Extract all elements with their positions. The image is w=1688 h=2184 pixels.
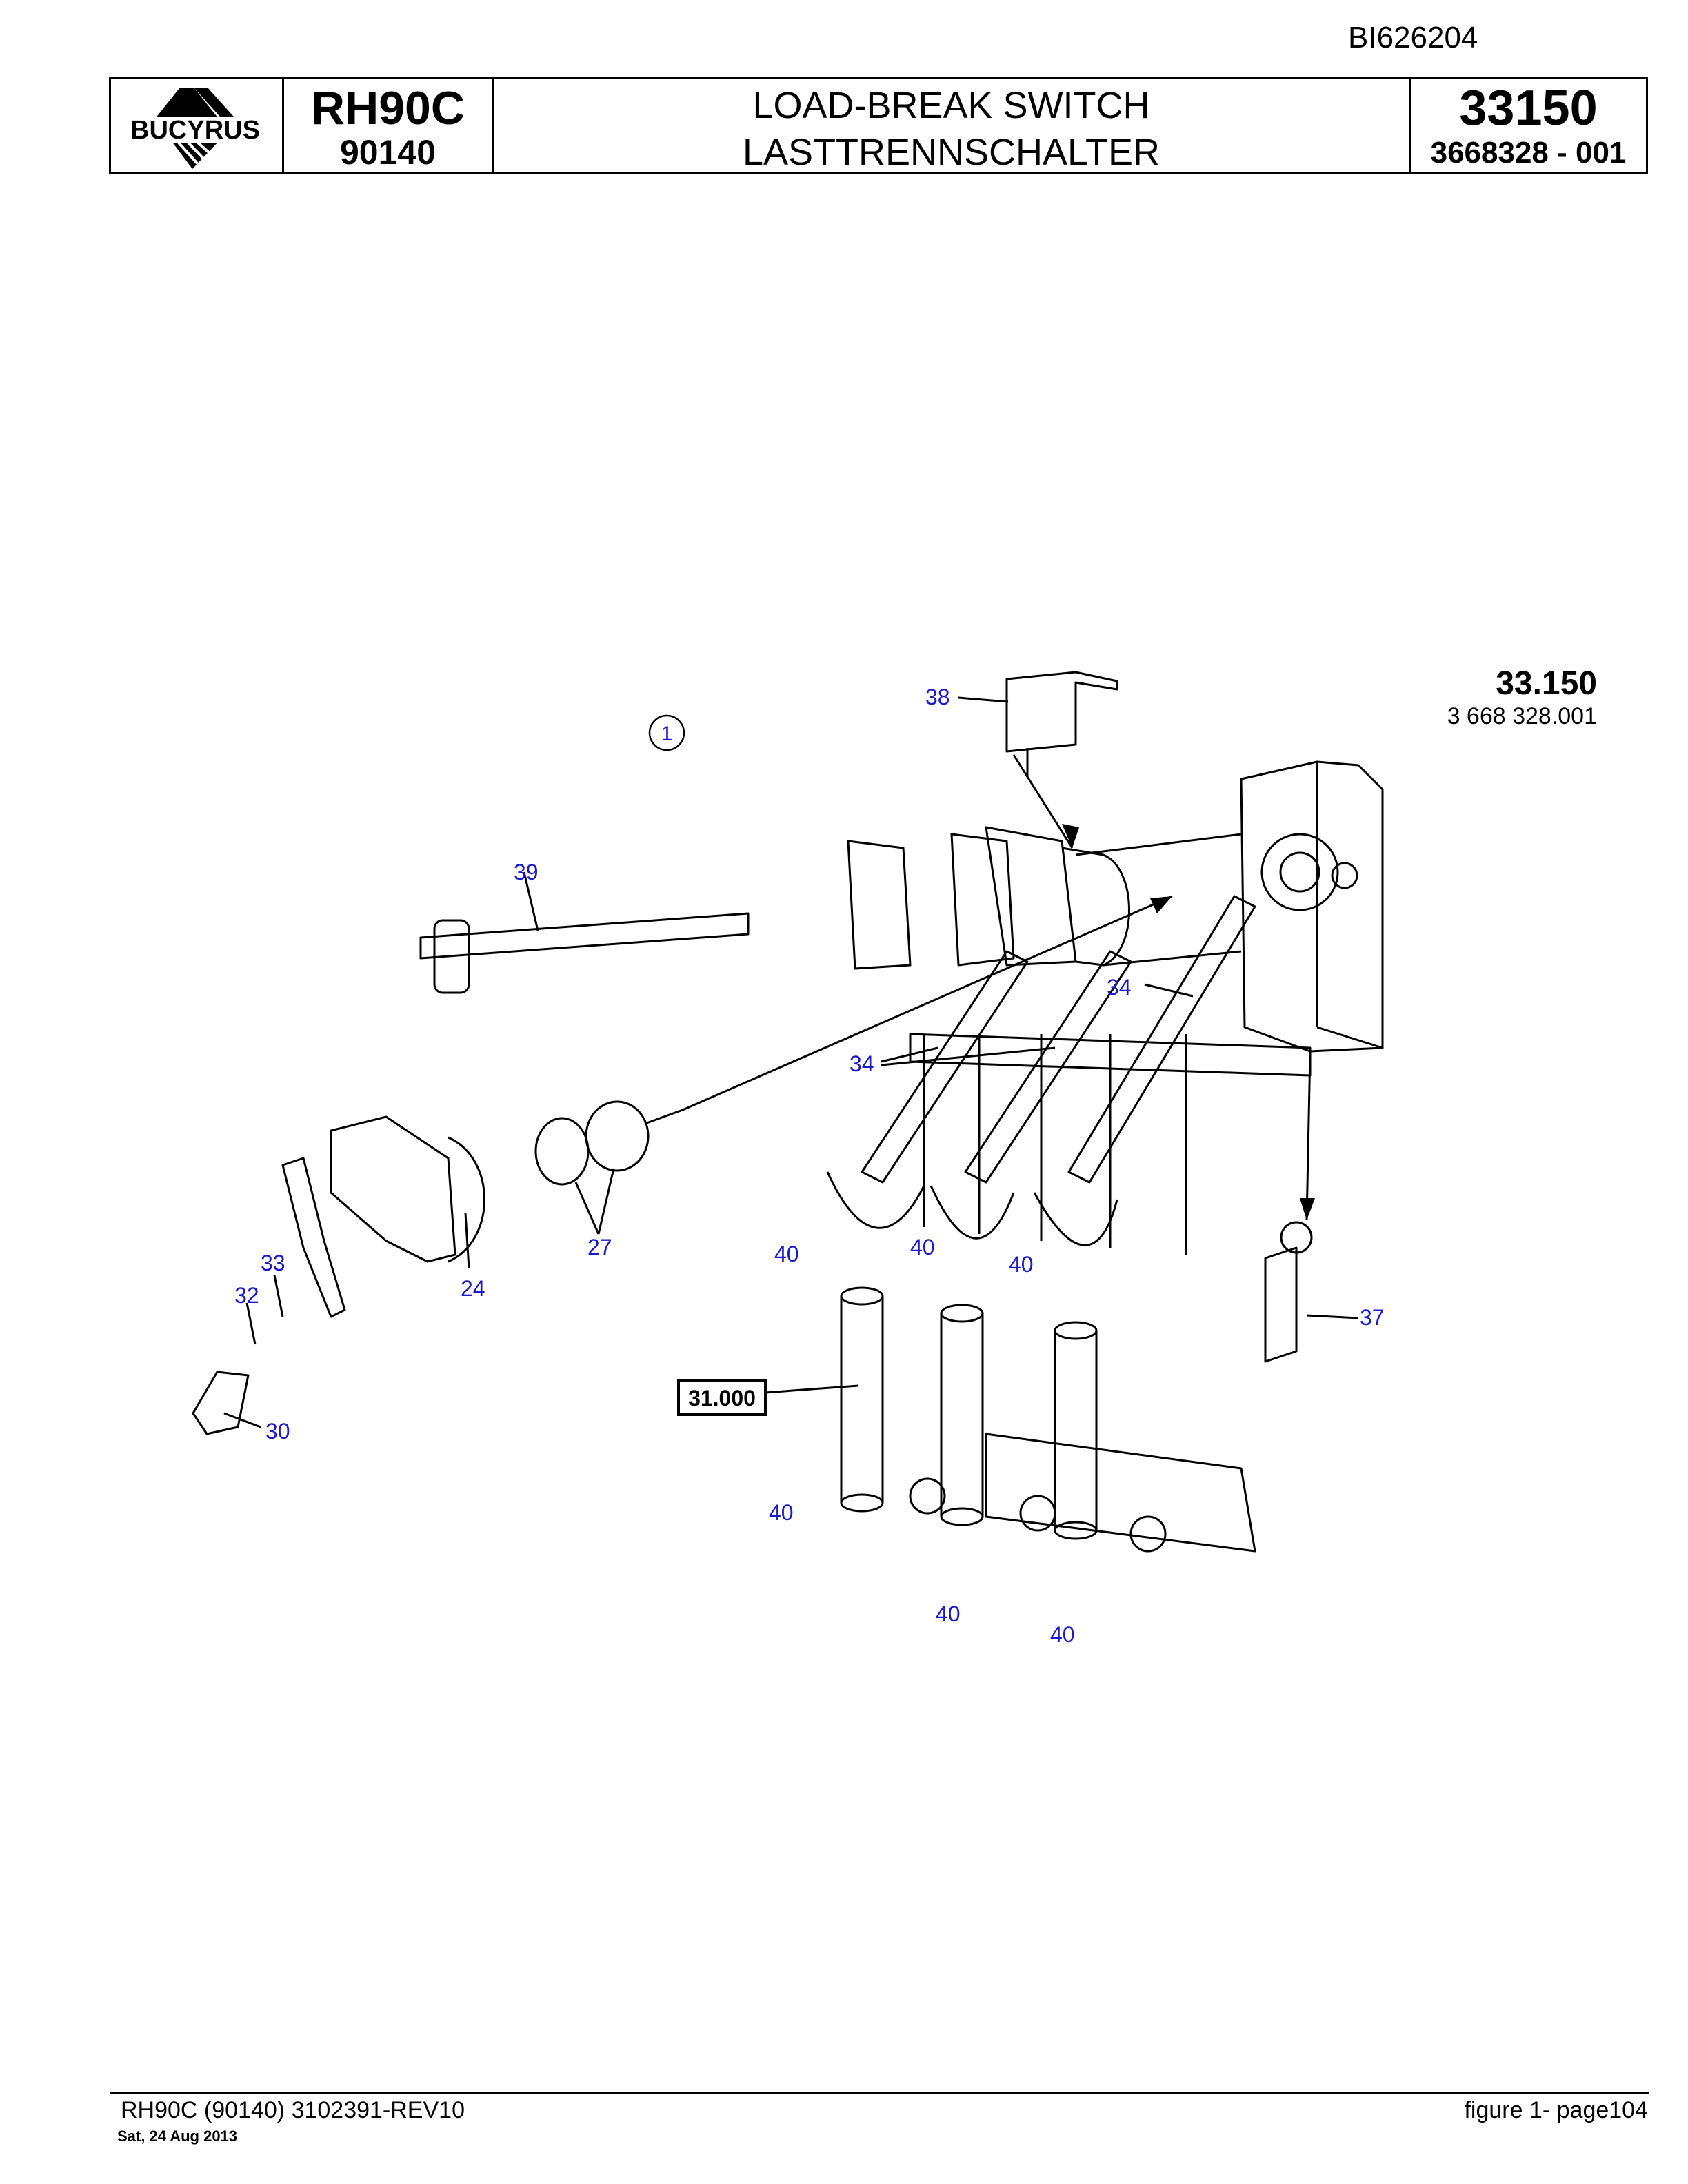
footer-page-ref: figure 1- page104 [1464,2097,1648,2123]
arrowheads [1062,824,1315,1220]
model-cell: RH90C 90140 [284,79,494,172]
fuse-2 [940,1313,984,1517]
hook-1 [826,1171,925,1229]
hook-2 [930,1185,1015,1240]
end-cap [192,1371,250,1435]
fuse-3 [1054,1331,1098,1530]
arrow-piston [682,895,1173,1111]
leader-33 [273,1275,284,1317]
switch-body-1 [847,840,912,970]
fuse-1 [840,1296,884,1503]
group-number: 33150 [1459,81,1598,136]
title-block: BUCYRUS RH90C 90140 LOAD-BREAK SWITCH LA… [109,77,1648,174]
callout-27: 27 [587,1235,612,1260]
leader-34a [1144,983,1194,998]
callout-40-e: 40 [936,1601,961,1626]
leader-34b [881,1046,1056,1066]
model-name: RH90C [311,82,465,134]
leader-30 [223,1412,261,1428]
callout-34-right: 34 [1107,975,1132,1000]
indicator-plate [1264,1246,1298,1363]
leader-24 [464,1213,470,1269]
arrow-37 [1305,1051,1312,1221]
lever-3 [1067,895,1256,1184]
document-id: BI626204 [1348,21,1478,54]
footer-date: Sat, 24 Aug 2013 [117,2127,238,2145]
cover-bracket [1005,671,1118,753]
left-bracket [281,1157,346,1318]
callout-38: 38 [925,685,950,709]
housing-cap [448,1136,485,1263]
hook-3 [1033,1192,1118,1246]
callout-40-d: 40 [769,1500,794,1525]
lever-2 [964,950,1132,1184]
bucyrus-logo: BUCYRUS [118,88,273,169]
leader-38 [958,696,1009,703]
figure-reference-number: 33.150 [1496,665,1597,702]
callout-37: 37 [1360,1305,1385,1330]
title-cell: LOAD-BREAK SWITCH LASTTRENNSCHALTER [494,79,1411,173]
leader-39 [523,871,539,931]
logo-wordmark: BUCYRUS [130,116,260,145]
callout-39: 39 [514,860,539,884]
callout-24: 24 [461,1276,485,1301]
callout-40-b: 40 [910,1235,935,1260]
figure-reference-code: 3 668 328.001 [1447,703,1597,729]
leader-31000 [765,1384,859,1394]
logo-cell: BUCYRUS [111,79,284,172]
callout-33: 33 [261,1251,285,1275]
left-housing [330,1115,456,1263]
o-ring [534,1117,590,1186]
boxed-reference-label: 31.000 [688,1386,756,1410]
gearbox-wheel [1260,833,1339,911]
lever-1 [861,950,1029,1184]
footer-divider [110,2092,1649,2094]
drive-shaft [419,912,750,960]
arrow-38 [1012,754,1074,849]
title-english: LOAD-BREAK SWITCH [752,85,1150,126]
callout-32: 32 [234,1283,259,1308]
title-german: LASTTRENNSCHALTER [742,132,1160,173]
leader-37 [1306,1314,1359,1320]
leader-27 [574,1168,615,1235]
sheet-marker-circle [648,714,685,751]
callout-40-a: 40 [774,1242,799,1266]
piston [585,1100,650,1172]
sheet-marker-label: 1 [661,722,673,745]
model-number: 90140 [339,133,436,172]
part-number: 3668328 - 001 [1430,136,1627,170]
callout-34-left: 34 [850,1051,874,1076]
diagram-linework [192,671,1384,1553]
switch-cylinder [1061,847,1130,967]
footer-document-ref: RH90C (90140) 3102391-REV10 [121,2097,465,2123]
boxed-reference-frame [677,1379,767,1416]
number-cell: 33150 3668328 - 001 [1411,79,1646,172]
callout-40-f: 40 [1050,1622,1075,1647]
leader-32 [245,1302,257,1345]
callout-40-c: 40 [1009,1252,1034,1277]
callout-30: 30 [265,1419,290,1444]
shaft-flange [433,919,470,994]
base-plate [985,1433,1256,1553]
gearbox-housing [1240,760,1384,1053]
